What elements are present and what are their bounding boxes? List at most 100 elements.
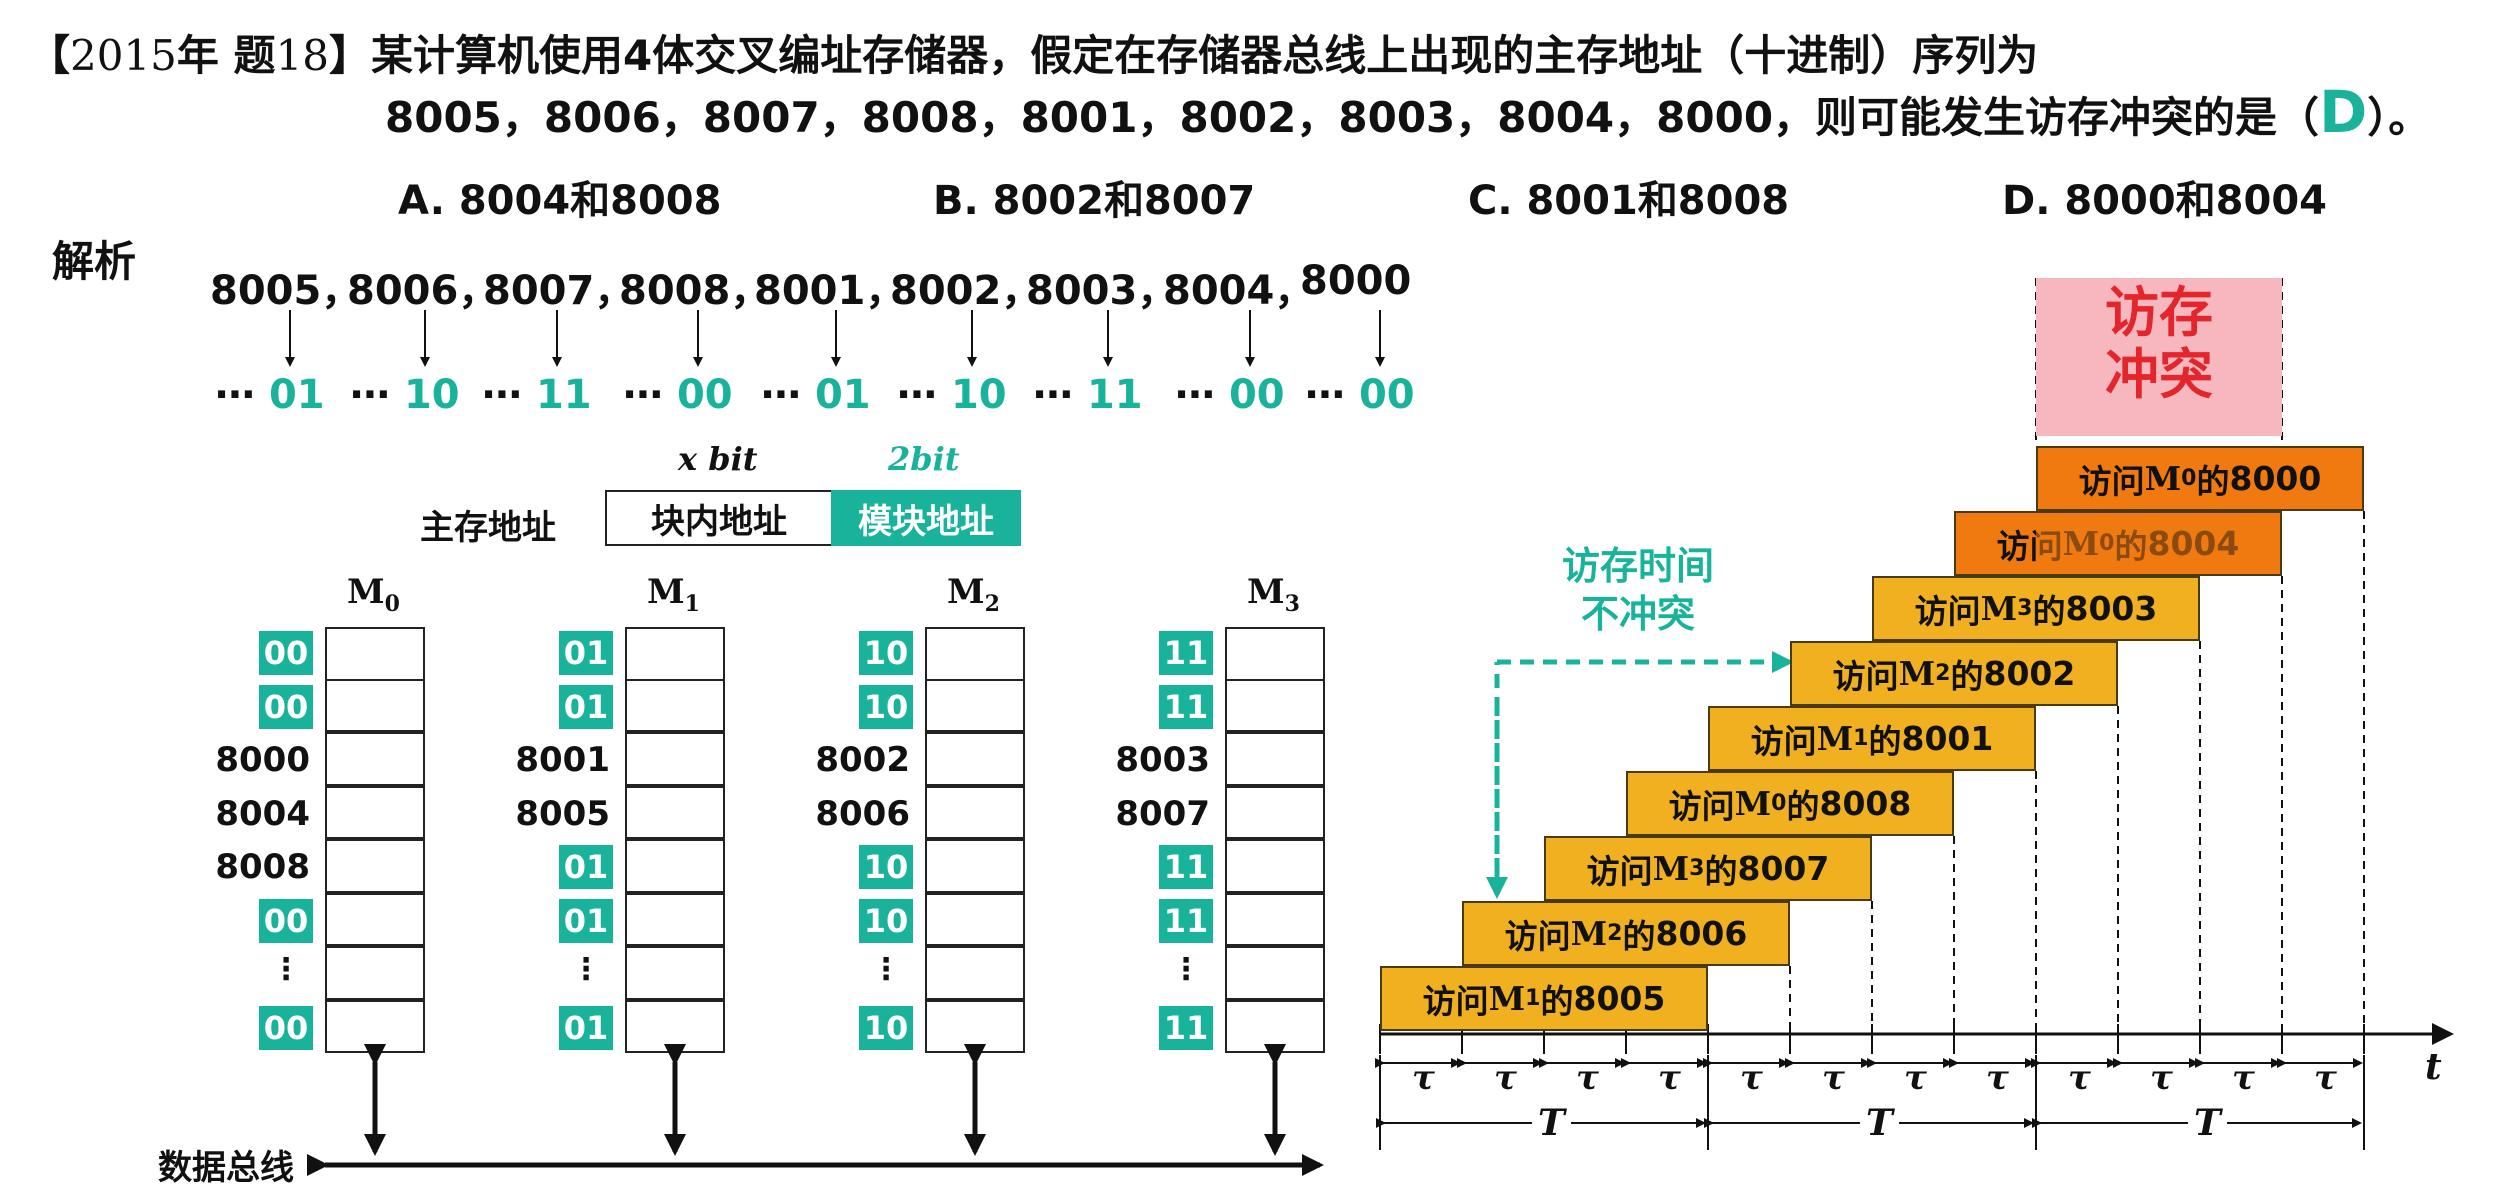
access-address: 8002: [1983, 654, 2076, 693]
module-tag: 01: [559, 684, 613, 729]
access-module: M: [1734, 784, 1772, 823]
bracket-close: 】: [329, 31, 372, 80]
memory-cell: [1225, 839, 1325, 893]
access-word: 访问: [1422, 981, 1489, 1021]
ellipsis: ⋮: [271, 952, 301, 987]
access-module-sub: 2: [1935, 661, 1951, 686]
memory-cell: [625, 839, 725, 893]
data-bus-label: 数据总线: [158, 1148, 294, 1188]
module-tag: 10: [859, 631, 913, 675]
access-word: 访问: [1668, 786, 1735, 826]
bits-prefix: ⋯: [623, 372, 663, 418]
bits-value: 01: [268, 372, 325, 418]
bits-value: 11: [1086, 372, 1143, 418]
two-bit-label: 2bit: [888, 440, 960, 478]
tau-label: τ: [2232, 1058, 2255, 1098]
memory-cell: [325, 892, 425, 946]
time-axis-label: t: [2425, 1046, 2442, 1088]
module-name: M3: [1247, 572, 1300, 617]
access-address: 8003: [2065, 589, 2158, 628]
access-module-sub: 3: [2017, 596, 2033, 621]
memory-cell: [325, 732, 425, 786]
memory-cell: [325, 839, 425, 893]
access-module: M: [1652, 849, 1690, 888]
bits-prefix: ⋯: [215, 372, 255, 418]
sequence-low-bits: ⋯ 00: [1305, 372, 1415, 418]
memory-cell: [325, 785, 425, 839]
module-address-field: 模块地址: [831, 490, 1021, 546]
module-letter: M: [647, 572, 685, 612]
memory-cell: [625, 946, 725, 1000]
sequence-address: 8000: [1300, 258, 1412, 304]
memory-cell: [625, 785, 725, 839]
ellipsis: ⋮: [1171, 952, 1201, 987]
module-tag: 10: [859, 1005, 913, 1050]
analysis-label: 解析: [52, 237, 137, 286]
module-address: 8006: [815, 793, 910, 834]
tau-label: τ: [1576, 1058, 1599, 1098]
module-subscript: 2: [984, 590, 1000, 617]
sequence-address: 8002，: [890, 268, 1042, 314]
of-word: 的: [1704, 851, 1738, 891]
memory-cell: [925, 946, 1025, 1000]
sequence-address: 8005，: [210, 268, 362, 314]
bits-prefix: ⋯: [1305, 372, 1345, 418]
bracket-open: 【: [28, 31, 71, 80]
question-stem-line2-wrap: 8005，8006，8007，8008，8001，8002，8003，8004，…: [385, 78, 2430, 146]
memory-cell: [625, 678, 725, 732]
access-word: 访问: [1914, 591, 1981, 631]
main-memory-address-label: 主存地址: [420, 508, 556, 548]
tau-label: τ: [1494, 1058, 1517, 1098]
sequence-low-bits: ⋯ 10: [897, 372, 1007, 418]
module-tag: 10: [859, 898, 913, 943]
module-subscript: 1: [684, 590, 700, 617]
memory-cell: [925, 892, 1025, 946]
answer-letter: D: [2319, 78, 2368, 146]
memory-cell: [1225, 678, 1325, 732]
module-tag: 11: [1159, 1005, 1213, 1050]
access-module: M: [1980, 589, 2018, 628]
memory-cell: [1225, 946, 1325, 1000]
sequence-address: 8008，: [619, 268, 771, 314]
module-address: 8007: [1115, 793, 1210, 834]
of-word: 的: [1950, 656, 1984, 696]
module-subscript: 3: [1284, 590, 1300, 617]
module-address: 8002: [815, 740, 910, 780]
bits-value: 01: [814, 372, 871, 418]
tau-label: τ: [2150, 1058, 2173, 1098]
access-word: 访问: [1504, 916, 1571, 956]
access-address: 8008: [1819, 784, 1912, 823]
sequence-address: 8003，: [1026, 268, 1178, 314]
tau-label: τ: [1904, 1058, 1927, 1098]
bits-value: 00: [676, 372, 733, 418]
access-module: M: [2144, 459, 2182, 498]
memory-cell: [625, 732, 725, 786]
no-conflict-line2: 不冲突: [1580, 592, 1695, 636]
memory-cell: [925, 678, 1025, 732]
conflict-label-line1: 访存: [2105, 281, 2213, 344]
module-address: 8003: [1115, 740, 1210, 780]
access-module-sub: 0: [1771, 791, 1787, 816]
question-label: 题: [233, 31, 276, 80]
memory-cell: [325, 946, 425, 1000]
sequence-address: 8004，: [1163, 268, 1315, 314]
module-name: M2: [947, 572, 1000, 617]
module-address: 8005: [515, 793, 610, 834]
tau-label: τ: [1822, 1058, 1845, 1098]
of-word: 的: [2196, 461, 2230, 501]
bits-prefix: ⋯: [1033, 372, 1073, 418]
module-tag: 01: [559, 1005, 613, 1050]
ellipsis: ⋮: [871, 952, 901, 987]
question-stem-line2: 8005，8006，8007，8008，8001，8002，8003，8004，…: [385, 93, 2320, 142]
access-module-sub: 1: [1525, 986, 1541, 1011]
access-address: 8007: [1737, 849, 1830, 888]
module-subscript: 0: [384, 590, 400, 617]
question-year: 2015: [70, 31, 177, 80]
access-module: M: [1488, 979, 1526, 1018]
conflict-overlap: [2036, 511, 2282, 576]
